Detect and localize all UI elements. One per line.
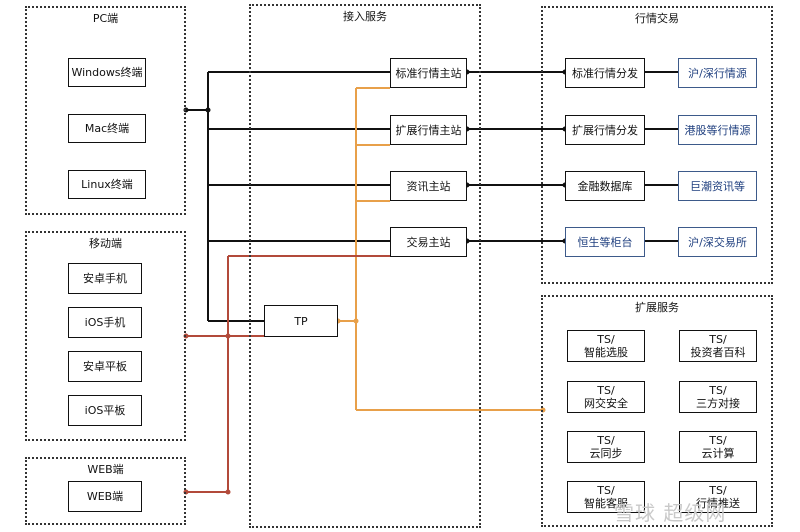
hk-quote-source-node: 港股等行情源 [678,115,757,145]
ios-tablet-node: iOS平板 [68,395,142,426]
standard-quote-dist-node: 标准行情分发 [565,58,645,88]
trade-master-node: 交易主站 [390,227,467,257]
hundsun-counter-node: 恒生等柜台 [565,227,645,257]
mobile-group-title: 移动端 [89,237,122,250]
ts-quote-push-node: TS/ 行情推送 [679,481,757,513]
ts-prefix: TS/ [709,384,727,397]
tp-node: TP [264,305,338,337]
ts-prefix: TS/ [597,384,615,397]
ts-name: 网交安全 [584,397,628,410]
ts-prefix: TS/ [597,484,615,497]
web-group: WEB端 [25,457,186,525]
ts-name: 云同步 [589,447,623,460]
cninfo-node: 巨潮资讯等 [678,171,757,201]
web-group-title: WEB端 [87,463,124,476]
market-trade-group: 行情交易 [541,6,773,284]
watermark: 雪球 超级网 [614,501,727,525]
ts-name: 投资者百科 [690,346,746,359]
pc-group-title: PC端 [92,12,119,25]
ts-prefix: TS/ [709,333,727,346]
extension-service-group: 扩展服务 [541,295,773,527]
ts-name: 行情推送 [696,497,740,510]
ts-smart-stock-node: TS/ 智能选股 [567,330,645,362]
ts-smart-service-node: TS/ 智能客服 [567,481,645,513]
android-tablet-node: 安卓平板 [68,351,142,382]
linux-terminal-node: Linux终端 [68,170,146,199]
ts-prefix: TS/ [597,333,615,346]
info-master-node: 资讯主站 [390,171,467,201]
access-service-title: 接入服务 [343,10,387,23]
ts-cloud-compute-node: TS/ 云计算 [679,431,757,463]
extended-quote-dist-node: 扩展行情分发 [565,115,645,145]
android-phone-node: 安卓手机 [68,263,142,294]
ts-cloud-sync-node: TS/ 云同步 [567,431,645,463]
standard-quote-master-node: 标准行情主站 [390,58,467,88]
access-service-group: 接入服务 [249,4,481,528]
ts-third-party-node: TS/ 三方对接 [679,381,757,413]
financial-db-node: 金融数据库 [565,171,645,201]
ts-name: 智能选股 [584,346,628,359]
pc-group: PC端 [25,6,186,215]
windows-terminal-node: Windows终端 [68,58,146,87]
ts-prefix: TS/ [709,434,727,447]
ios-phone-node: iOS手机 [68,307,142,338]
ts-investor-wiki-node: TS/ 投资者百科 [679,330,757,362]
ts-name: 智能客服 [584,497,628,510]
mac-terminal-node: Mac终端 [68,114,146,143]
junction-dots [183,107,211,113]
mobile-group: 移动端 [25,231,186,441]
ts-name: 三方对接 [696,397,740,410]
ts-prefix: TS/ [709,484,727,497]
web-client-node: WEB端 [68,481,142,512]
extension-service-title: 扩展服务 [635,301,679,314]
sh-sz-exchange-node: 沪/深交易所 [678,227,757,257]
sh-sz-quote-source-node: 沪/深行情源 [678,58,757,88]
ts-prefix: TS/ [597,434,615,447]
ts-net-security-node: TS/ 网交安全 [567,381,645,413]
market-trade-title: 行情交易 [635,12,679,25]
ts-name: 云计算 [701,447,735,460]
extended-quote-master-node: 扩展行情主站 [390,115,467,145]
